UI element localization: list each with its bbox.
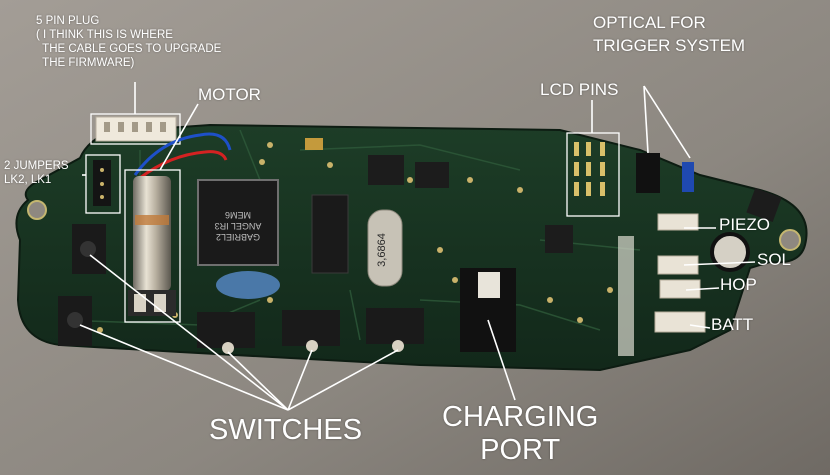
switches-group — [58, 224, 424, 354]
ic-small-2 — [415, 162, 449, 188]
blue-capacitor — [216, 271, 280, 299]
plug-pins — [104, 122, 166, 132]
lcd-highlight-box — [566, 132, 620, 217]
lcd-pins — [574, 142, 605, 196]
main-chip — [197, 179, 279, 266]
label-motor: MOTOR — [198, 85, 261, 104]
chip-marking: GABRIEL2ANGEL IR3MEM6 — [215, 210, 262, 242]
crystal — [367, 209, 403, 287]
label-hop: HOP — [720, 275, 757, 294]
jumpers-highlight-box — [85, 154, 121, 214]
motor-wires — [133, 132, 232, 176]
label-optical: OPTICAL FOR TRIGGER SYSTEM — [593, 13, 746, 55]
ic-small-3 — [545, 225, 573, 253]
piezo-capacitor — [710, 232, 750, 272]
motor — [133, 176, 171, 291]
optical-sensor-blue — [682, 162, 694, 192]
crystal-marking: 3,6864 — [376, 233, 388, 267]
capacitor-orange — [305, 138, 323, 150]
label-lcd-pins: LCD PINS — [540, 80, 619, 99]
label-batt: BATT — [711, 315, 754, 334]
pointer-lines — [79, 82, 756, 411]
mount-hole-left — [27, 200, 47, 220]
label-sol: SOL — [757, 250, 792, 269]
label-jumpers: 2 JUMPERS LK2, LK1 — [4, 160, 69, 186]
black-component-right — [746, 187, 782, 223]
label-charging-port: CHARGING PORT — [442, 401, 599, 466]
label-piezo: PIEZO — [719, 215, 771, 234]
label-five-pin-plug: 5 PIN PLUG ( I THINK THIS IS WHERE THE C… — [36, 15, 222, 69]
label-switches: SWITCHES — [209, 414, 363, 446]
white-strip — [618, 236, 634, 356]
right-connectors — [654, 213, 706, 333]
ic-dip — [311, 194, 349, 274]
mount-hole-right — [779, 229, 801, 251]
ic-small-1 — [368, 155, 404, 185]
motor-highlight-box — [124, 169, 181, 323]
optical-sensor-left — [636, 153, 660, 193]
